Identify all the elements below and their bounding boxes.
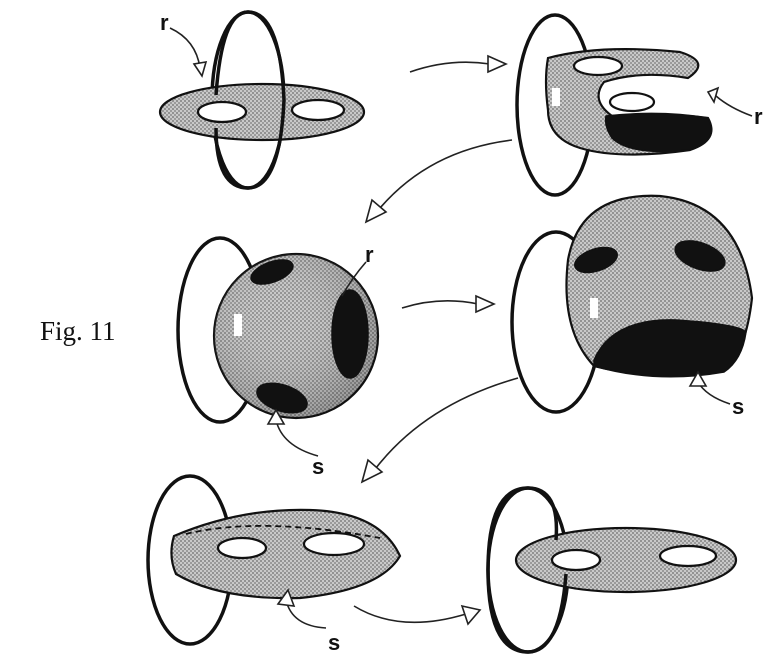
arrow-2-to-3 — [366, 140, 512, 222]
panel-5-label-s: s — [328, 630, 340, 655]
panel-1-leader-r — [170, 28, 200, 68]
arrow-3-to-4 — [402, 296, 494, 312]
panel-3-patch-right — [332, 290, 368, 378]
figure-caption: Fig. 11 — [40, 316, 116, 346]
panel-1-hole-right — [292, 100, 344, 120]
arrow-4-to-5 — [362, 378, 518, 482]
panel-6-hole-left — [552, 550, 600, 570]
arrow-5-to-6 — [354, 606, 480, 624]
panel-6-hole-right — [660, 546, 716, 566]
panel-3-sphere: r s — [178, 238, 378, 479]
panel-4-label-s: s — [732, 394, 744, 419]
panel-4-highlight — [590, 298, 598, 318]
panel-5-hole-left — [218, 538, 266, 558]
panel-3-label-s: s — [312, 454, 324, 479]
panel-3-label-r: r — [365, 242, 374, 267]
panel-5-hole-right — [304, 533, 364, 555]
panel-2-leader-r — [716, 96, 752, 116]
panel-3-leader-s — [276, 420, 318, 456]
panel-2-highlight — [552, 88, 560, 106]
panel-2-twisted-band: r — [517, 15, 763, 195]
panel-5-dome-disc: s — [148, 476, 400, 655]
panel-1-hole-left — [198, 102, 246, 122]
panel-1-label-r: r — [160, 10, 169, 35]
panel-2-hole-mid — [610, 93, 654, 111]
panel-6-flat-disc — [488, 488, 736, 652]
panel-2-hole-top — [574, 57, 622, 75]
panel-2-label-r: r — [754, 104, 763, 129]
panel-5-disc — [171, 510, 400, 598]
panel-4-hemisphere: s — [512, 196, 752, 419]
arrow-1-to-2 — [410, 56, 506, 72]
panel-1-disc-with-ring: r — [160, 10, 364, 188]
panel-3-highlight — [234, 314, 242, 336]
